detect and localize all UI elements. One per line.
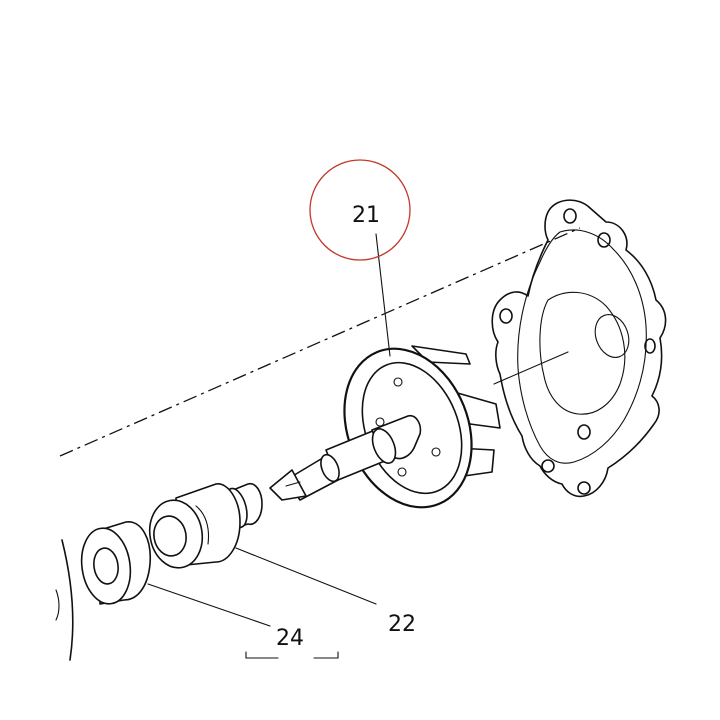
callout-22: 22 [388, 612, 416, 637]
shaft [269, 414, 422, 501]
engine-block-edge-inner [55, 589, 60, 621]
engine-block-edge [61, 539, 74, 661]
pump-housing-cover [491, 199, 667, 498]
assembly-centerline [59, 227, 581, 457]
callout-highlight-circle [309, 159, 411, 261]
leader-line-24 [147, 583, 271, 627]
leader-line-21 [375, 233, 391, 357]
leader-line-22 [235, 547, 377, 605]
bearing-22 [148, 482, 263, 569]
callout-21: 21 [352, 203, 380, 228]
callout-24: 24 [276, 626, 304, 651]
seal-ring-24 [80, 521, 151, 605]
callout-24-bracket [245, 651, 339, 659]
